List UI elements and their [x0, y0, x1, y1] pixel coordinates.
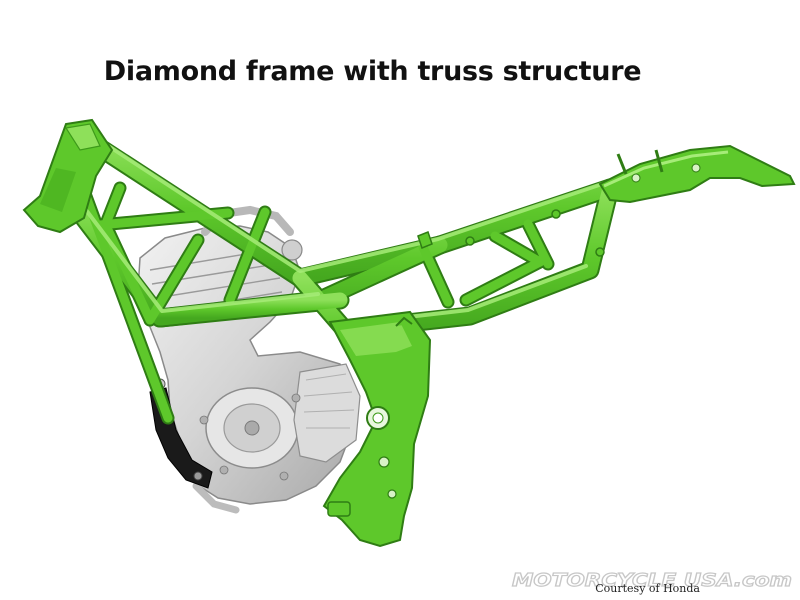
- diagram-title: Diamond frame with truss structure: [103, 56, 642, 87]
- image-credit: Courtesy of Honda: [595, 582, 700, 595]
- steering-head: [22, 118, 114, 234]
- mounting-tabs: [417, 209, 605, 257]
- pivot-plate: [322, 310, 432, 548]
- rear-subframe: [598, 144, 796, 204]
